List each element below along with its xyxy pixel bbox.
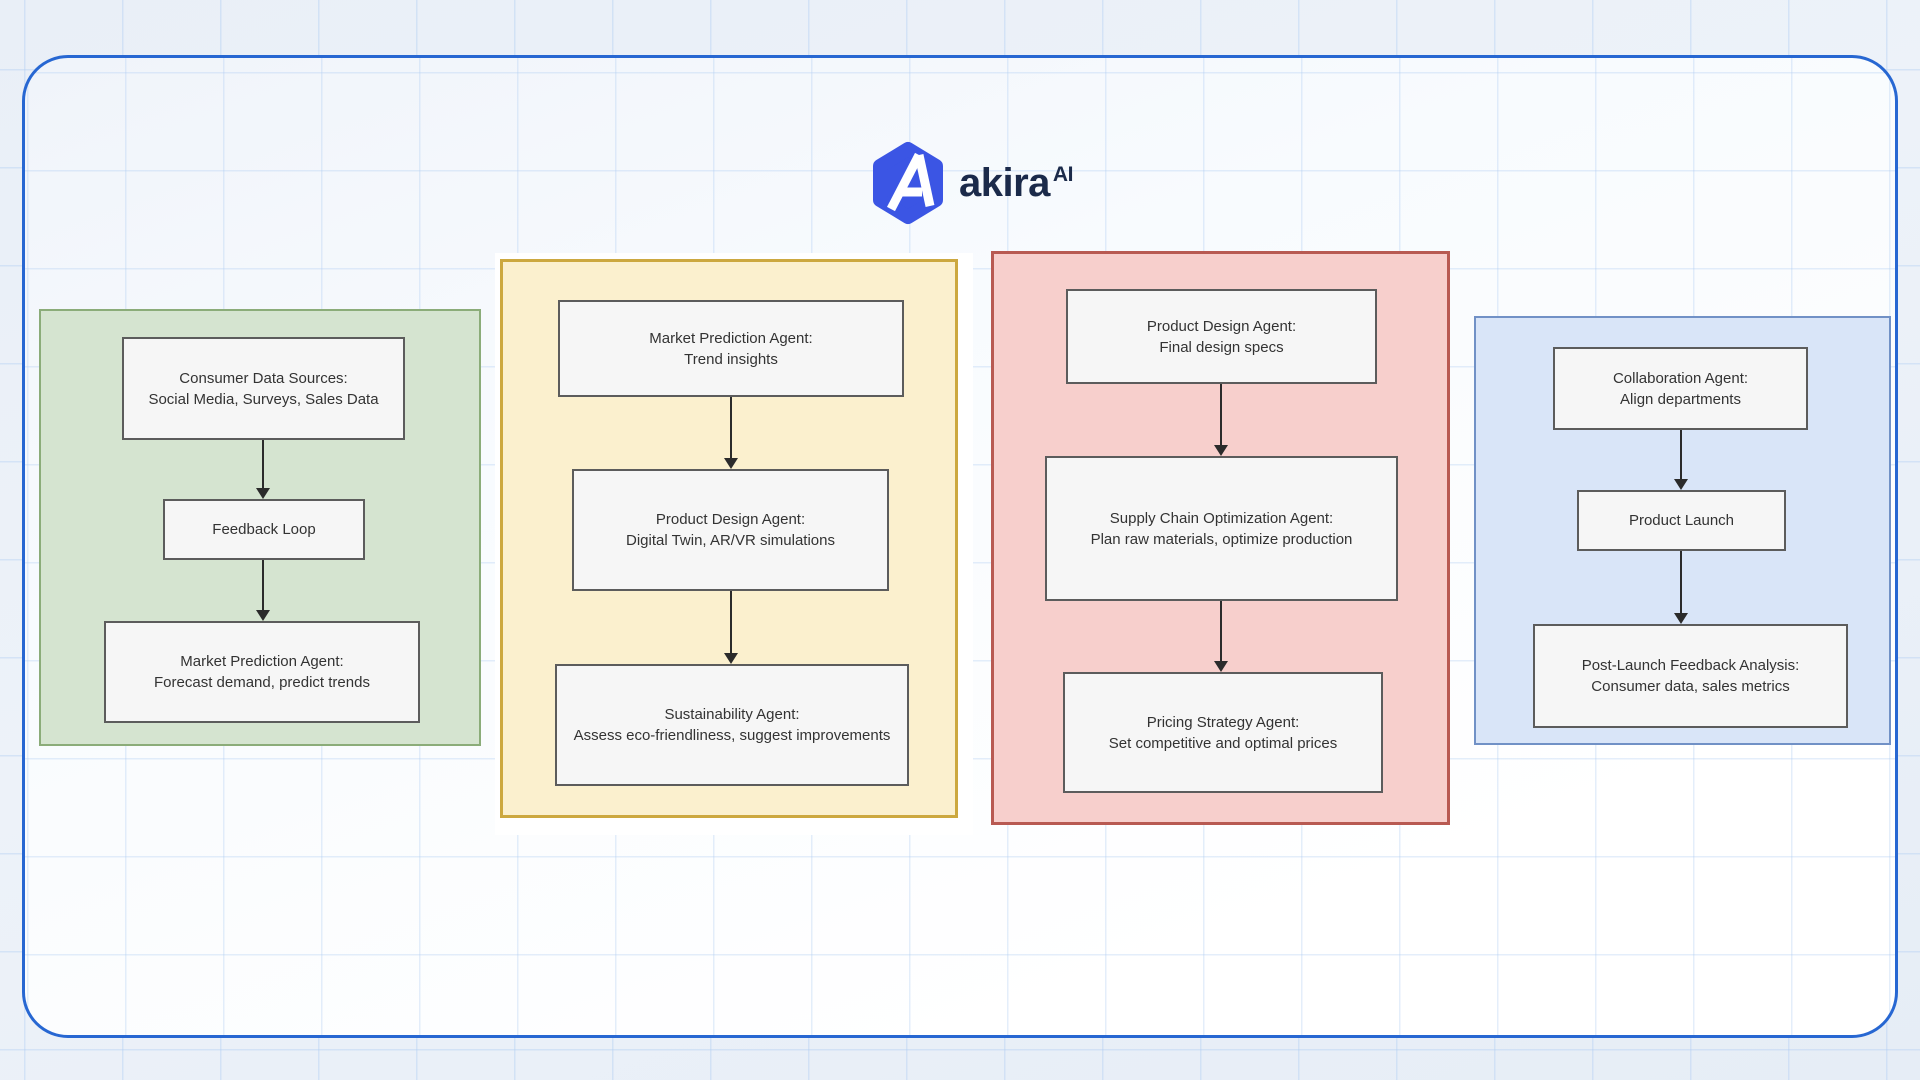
node-post-launch-feedback: Post-Launch Feedback Analysis: Consumer … — [1533, 624, 1848, 728]
node-line: Product Design Agent: — [655, 511, 806, 528]
connector-arrow — [724, 591, 738, 664]
connector-arrow — [1214, 601, 1228, 672]
node-line: Consumer data, sales metrics — [1591, 678, 1790, 695]
node-line: Digital Twin, AR/VR simulations — [626, 532, 835, 549]
node-line: Market Prediction Agent: — [180, 653, 344, 670]
node-line: Product Launch — [1628, 512, 1735, 529]
node-line: Plan raw materials, optimize production — [1090, 530, 1353, 548]
node-feedback-loop: Feedback Loop — [163, 499, 365, 560]
node-collaboration-agent: Collaboration Agent: Align departments — [1553, 347, 1808, 430]
node-line: Social Media, Surveys, Sales Data — [148, 390, 379, 408]
brand-superscript: AI — [1052, 162, 1074, 186]
node-supply-chain-agent: Supply Chain Optimization Agent: Plan ra… — [1045, 456, 1398, 601]
node-line: Product Design Agent: — [1146, 317, 1297, 335]
node-line: Supply Chain Optimization Agent: — [1109, 509, 1334, 527]
node-line: Post-Launch Feedback Analysis: — [1581, 657, 1800, 674]
node-line: Trend insights — [684, 350, 778, 368]
node-line: Set competitive and optimal prices — [1108, 734, 1338, 752]
connector-arrow — [1674, 430, 1688, 490]
node-line: Sustainability Agent: — [664, 706, 800, 723]
node-line: Collaboration Agent: — [1612, 369, 1749, 387]
node-line: Consumer Data Sources: — [179, 369, 348, 387]
connector-arrow — [1674, 551, 1688, 624]
connector-arrow — [724, 397, 738, 469]
hexagon-a-icon — [873, 142, 943, 224]
node-line: Assess eco-friendliness, suggest improve… — [573, 727, 891, 744]
node-pricing-strategy-agent: Pricing Strategy Agent: Set competitive … — [1063, 672, 1383, 793]
node-line: Pricing Strategy Agent: — [1146, 713, 1300, 731]
panel-consumer-insights: Consumer Data Sources: Social Media, Sur… — [39, 309, 481, 746]
node-consumer-data-sources: Consumer Data Sources: Social Media, Sur… — [122, 337, 405, 440]
panel-launch-feedback: Collaboration Agent: Align departments P… — [1474, 316, 1891, 745]
node-line: Align departments — [1620, 390, 1741, 408]
node-product-launch: Product Launch — [1577, 490, 1786, 551]
node-sustainability-agent: Sustainability Agent: Assess eco-friendl… — [555, 664, 909, 786]
panel-production-pricing: Product Design Agent: Final design specs… — [991, 251, 1450, 825]
node-line: Forecast demand, predict trends — [154, 674, 370, 691]
node-market-prediction-agent: Market Prediction Agent: Forecast demand… — [104, 621, 420, 723]
connector-arrow — [256, 560, 270, 621]
node-line: Final design specs — [1159, 338, 1284, 356]
node-line: Market Prediction Agent: — [649, 329, 813, 347]
panel-design-simulation: Market Prediction Agent: Trend insights … — [500, 259, 958, 818]
node-market-prediction-trends: Market Prediction Agent: Trend insights — [558, 300, 904, 397]
node-product-design-simulations: Product Design Agent: Digital Twin, AR/V… — [572, 469, 889, 591]
node-line: Feedback Loop — [212, 521, 316, 538]
node-product-design-specs: Product Design Agent: Final design specs — [1066, 289, 1377, 384]
connector-arrow — [1214, 384, 1228, 456]
connector-arrow — [256, 440, 270, 499]
